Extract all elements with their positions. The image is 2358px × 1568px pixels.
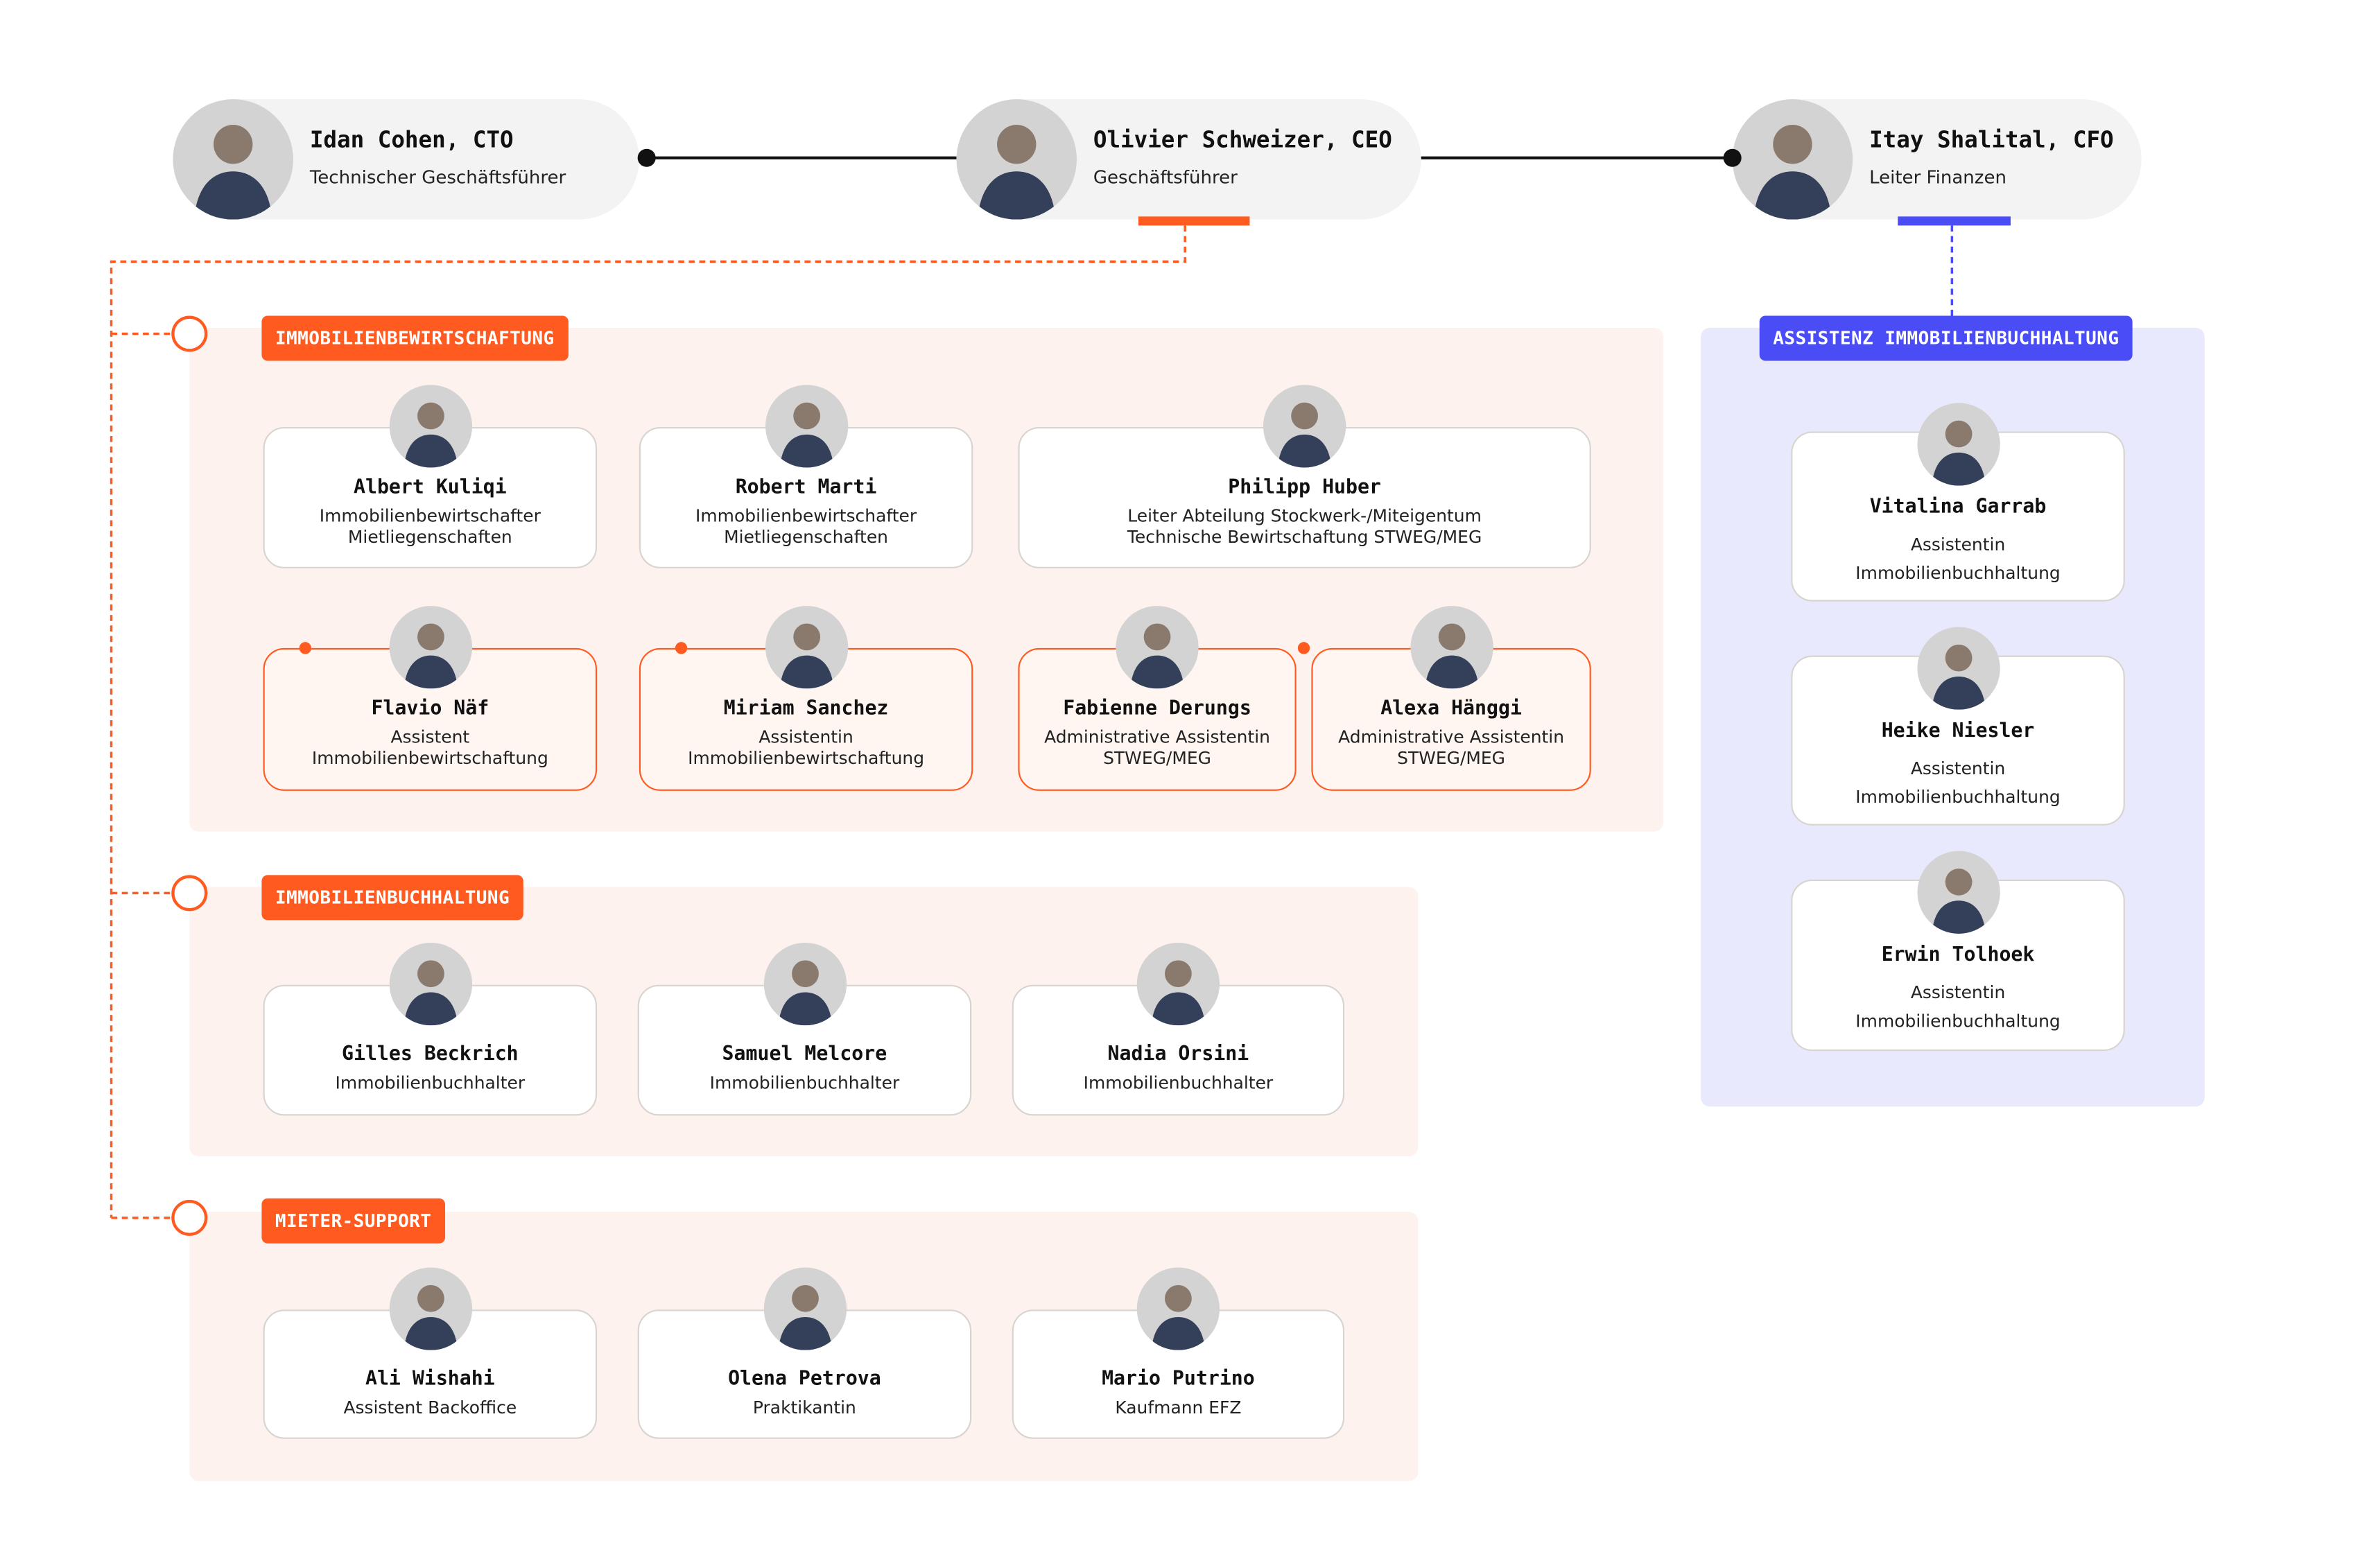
person-name: Heike Niesler xyxy=(1881,720,2035,743)
person-role: Immobilienbewirtschafter xyxy=(695,505,917,527)
avatar xyxy=(388,1266,471,1350)
connector-dot xyxy=(637,148,656,167)
person-role: Immobilienbewirtschafter xyxy=(319,505,541,527)
person-role: Mietliegenschaften xyxy=(347,526,512,548)
avatar xyxy=(764,384,848,467)
executive-name: Idan Cohen, CTO xyxy=(309,126,514,154)
person-role: Assistent Backoffice xyxy=(343,1397,517,1418)
avatar xyxy=(1136,1266,1220,1350)
avatar xyxy=(388,941,471,1025)
person-name: Mario Putrino xyxy=(1102,1368,1255,1391)
person-name: Samuel Melcore xyxy=(722,1043,887,1066)
person-name: Flavio Näf xyxy=(371,697,489,720)
person-role: Immobilienbuchhaltung xyxy=(1855,1010,2061,1031)
person-role: Immobilienbuchhalter xyxy=(335,1072,526,1093)
executive-name: Itay Shalital, CFO xyxy=(1869,126,2114,154)
person-role: Leiter Abteilung Stockwerk-/Miteigentum xyxy=(1127,505,1482,527)
executive-role: Geschäftsführer xyxy=(1093,166,1238,189)
person-role: Assistentin xyxy=(758,726,853,747)
person-role: Assistentin xyxy=(1910,982,2006,1003)
person-name: Gilles Beckrich xyxy=(342,1043,519,1066)
connector-dot xyxy=(675,642,688,654)
person-name: Nadia Orsini xyxy=(1107,1043,1249,1066)
person-role: Immobilienbewirtschaftung xyxy=(688,747,925,769)
person-role: Praktikantin xyxy=(752,1397,856,1418)
executive-role: Technischer Geschäftsführer xyxy=(309,166,566,189)
person-role: Immobilienbuchhaltung xyxy=(1855,562,2061,584)
department-badge: MIETER-SUPPORT xyxy=(261,1198,445,1244)
person-role: Immobilienbuchhalter xyxy=(709,1072,900,1093)
avatar xyxy=(764,605,848,688)
connector-dot xyxy=(1297,642,1310,654)
person-name: Philipp Huber xyxy=(1228,476,1381,500)
person-role: STWEG/MEG xyxy=(1103,747,1211,769)
person-role: Assistentin xyxy=(1910,533,2006,555)
person-role: Kaufmann EFZ xyxy=(1115,1397,1242,1418)
person-name: Miriam Sanchez xyxy=(723,697,889,720)
section-node-ring xyxy=(171,1199,208,1236)
avatar xyxy=(763,941,847,1025)
avatar xyxy=(388,605,471,688)
person-name: Olena Petrova xyxy=(728,1368,881,1391)
avatar xyxy=(1916,626,2000,709)
connector-dot xyxy=(1723,148,1742,167)
section-node-ring xyxy=(171,875,208,912)
avatar xyxy=(1916,850,2000,933)
person-name: Fabienne Derungs xyxy=(1063,697,1251,720)
person-role: Immobilienbuchhaltung xyxy=(1855,786,2061,808)
executive-card[interactable]: Idan Cohen, CTO Technischer Geschäftsführ… xyxy=(173,99,639,220)
person-role: STWEG/MEG xyxy=(1397,747,1505,769)
avatar xyxy=(1116,605,1199,688)
connector-dot xyxy=(299,642,311,654)
cfo-accent-bar xyxy=(1898,216,2011,226)
department-badge: IMMOBILIENBUCHHALTUNG xyxy=(261,875,523,921)
avatar xyxy=(1410,605,1493,688)
avatar xyxy=(1916,402,2000,485)
avatar xyxy=(763,1266,847,1350)
person-role: Immobilienbewirtschaftung xyxy=(311,747,548,769)
person-role: Administrative Assistentin xyxy=(1044,726,1270,747)
executive-card[interactable]: Itay Shalital, CFO Leiter Finanzen xyxy=(1732,99,2142,220)
department-badge: ASSISTENZ IMMOBILIENBUCHHALTUNG xyxy=(1759,315,2133,361)
ceo-accent-bar xyxy=(1138,216,1250,226)
person-name: Erwin Tolhoek xyxy=(1881,944,2035,967)
executive-card[interactable]: Olivier Schweizer, CEO Geschäftsführer xyxy=(956,99,1421,220)
executive-role: Leiter Finanzen xyxy=(1869,166,2006,189)
person-role: Administrative Assistentin xyxy=(1338,726,1565,747)
person-name: Vitalina Garrab xyxy=(1869,496,2047,519)
avatar xyxy=(388,384,471,467)
avatar xyxy=(1263,384,1346,467)
person-role: Technische Bewirtschaftung STWEG/MEG xyxy=(1127,526,1482,548)
department-badge: IMMOBILIENBEWIRTSCHAFTUNG xyxy=(261,315,569,361)
person-role: Assistent xyxy=(390,726,470,747)
avatar xyxy=(1732,99,1853,220)
person-role: Assistentin xyxy=(1910,758,2006,779)
person-name: Albert Kuliqi xyxy=(353,476,507,500)
executive-name: Olivier Schweizer, CEO xyxy=(1093,126,1392,154)
avatar xyxy=(956,99,1077,220)
person-name: Alexa Hänggi xyxy=(1380,697,1522,720)
person-name: Robert Marti xyxy=(735,476,877,500)
person-role: Immobilienbuchhalter xyxy=(1083,1072,1274,1093)
section-node-ring xyxy=(171,315,208,352)
avatar xyxy=(1136,941,1220,1025)
avatar xyxy=(173,99,293,220)
person-role: Mietliegenschaften xyxy=(724,526,888,548)
person-name: Ali Wishahi xyxy=(365,1368,495,1391)
